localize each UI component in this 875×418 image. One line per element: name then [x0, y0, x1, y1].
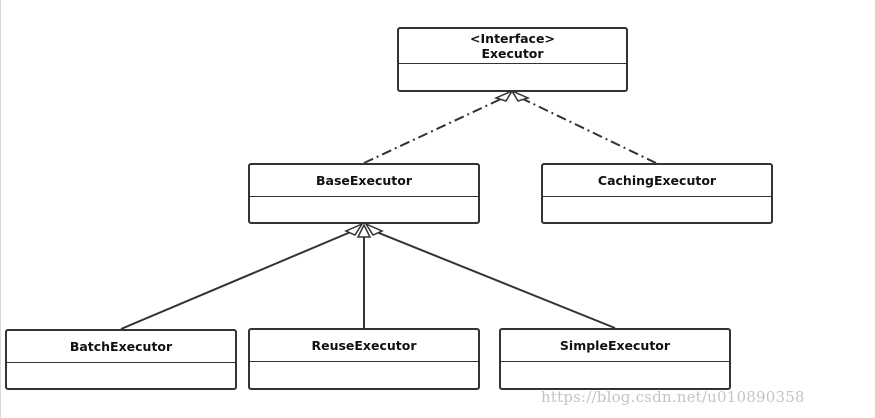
class-batch-executor: BatchExecutor	[5, 329, 237, 390]
realization-base-to-executor	[363, 98, 502, 164]
class-executor-name: Executor	[481, 46, 544, 61]
class-executor: <Interface> Executor	[397, 27, 628, 92]
realization-caching-to-executor	[522, 98, 657, 164]
class-reuse-executor-name: ReuseExecutor	[311, 338, 417, 353]
class-caching-executor: CachingExecutor	[541, 163, 773, 224]
class-caching-executor-name: CachingExecutor	[597, 173, 717, 188]
class-simple-executor-header: SimpleExecutor	[501, 330, 729, 362]
realization-arrowhead-base	[493, 89, 514, 102]
class-base-executor: BaseExecutor	[248, 163, 480, 224]
class-batch-executor-header: BatchExecutor	[7, 331, 235, 363]
inheritance-batch-to-base	[120, 230, 354, 330]
inheritance-arrowhead-simple	[364, 222, 384, 236]
realization-arrowhead-caching	[510, 89, 531, 102]
class-base-executor-header: BaseExecutor	[250, 165, 478, 197]
inheritance-arrowhead-reuse	[356, 223, 372, 238]
watermark-url: https://blog.csdn.net/u010890358	[541, 388, 805, 406]
class-batch-executor-name: BatchExecutor	[69, 339, 173, 354]
class-executor-header: <Interface> Executor	[399, 29, 626, 64]
class-executor-stereotype: <Interface>	[470, 31, 555, 46]
class-base-executor-name: BaseExecutor	[316, 173, 412, 188]
image-left-edge	[0, 0, 1, 418]
inheritance-simple-to-base	[373, 230, 616, 329]
class-simple-executor-name: SimpleExecutor	[559, 338, 671, 353]
class-reuse-executor: ReuseExecutor	[248, 328, 480, 390]
inheritance-arrowhead-batch	[344, 222, 364, 236]
class-reuse-executor-header: ReuseExecutor	[250, 330, 478, 362]
class-caching-executor-header: CachingExecutor	[543, 165, 771, 197]
class-simple-executor: SimpleExecutor	[499, 328, 731, 390]
